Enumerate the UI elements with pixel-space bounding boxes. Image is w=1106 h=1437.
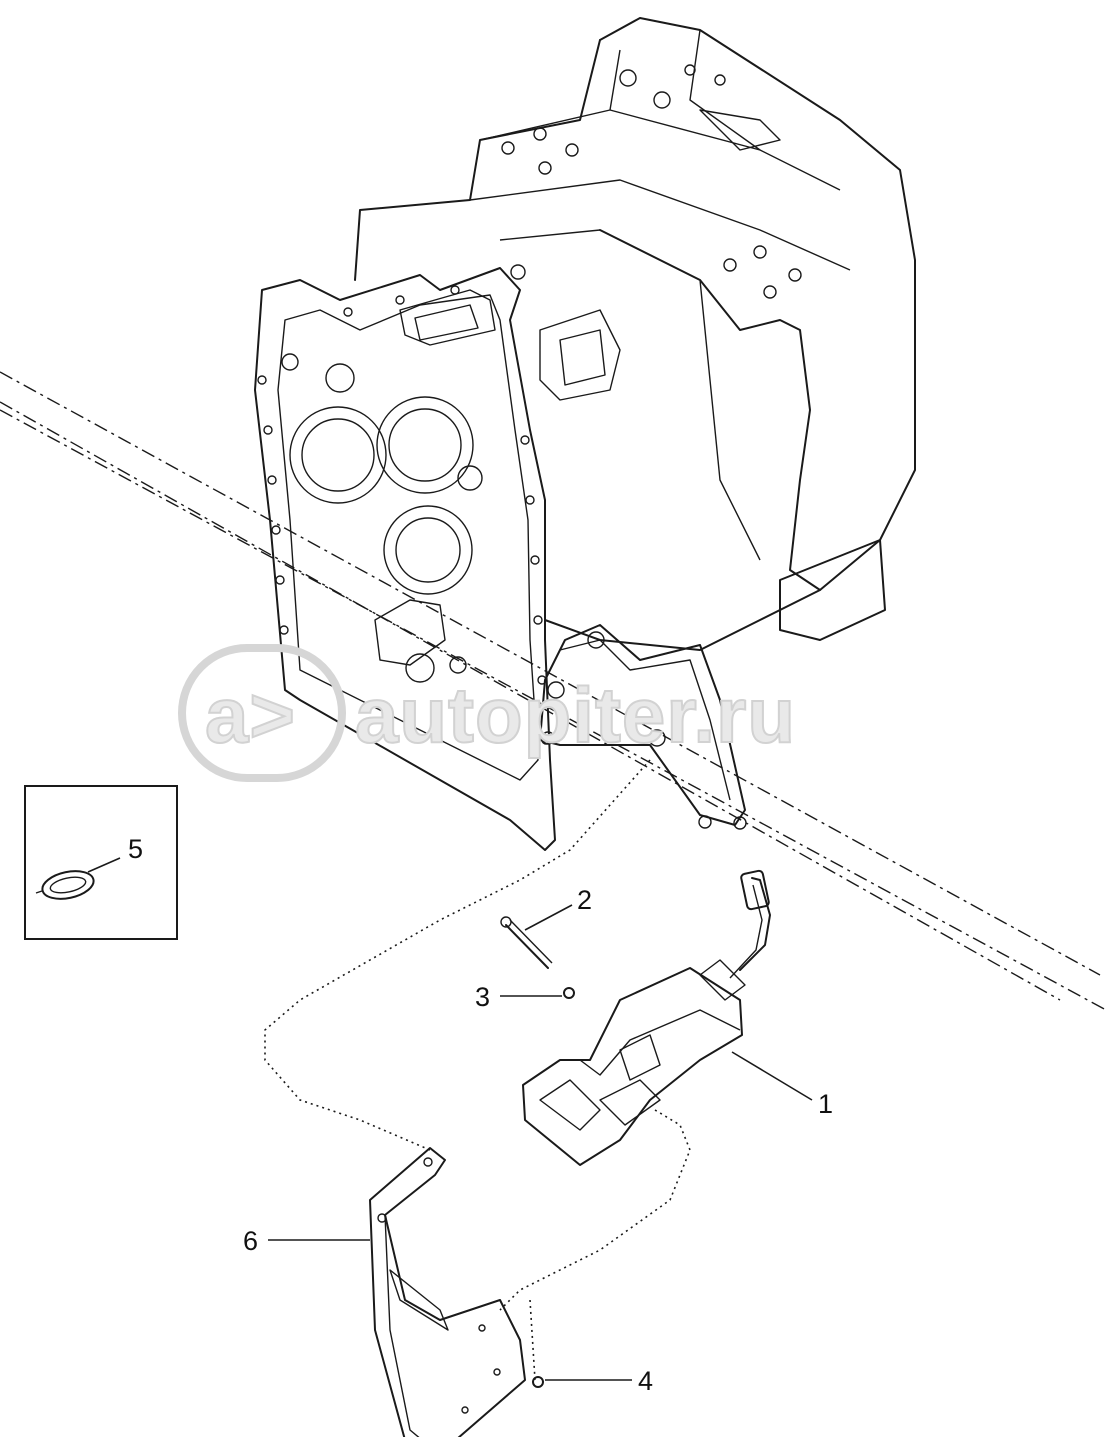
part-6-bracket [268,1147,526,1437]
part-2-bolt [500,904,573,969]
housing-bracket [539,624,747,830]
callout-6: 6 [243,1226,258,1256]
callout-3: 3 [475,982,490,1012]
part-1-switch-assembly [522,869,813,1166]
chassis-centerlines [0,371,1106,1011]
part-4-nut [532,1376,632,1388]
inset-box-part-5 [24,785,178,940]
transmission-housing [254,17,916,851]
assembly-dotted-lines [264,759,691,1381]
watermark-logo-glyph: a> [205,671,296,759]
callout-5: 5 [128,834,143,864]
callout-1: 1 [818,1089,833,1119]
part-3-nut [500,987,575,999]
callout-4: 4 [638,1366,653,1396]
watermark-text: autopiter.ru [355,671,796,759]
callout-2: 2 [577,885,592,915]
watermark: a> autopiter.ru [178,644,796,782]
